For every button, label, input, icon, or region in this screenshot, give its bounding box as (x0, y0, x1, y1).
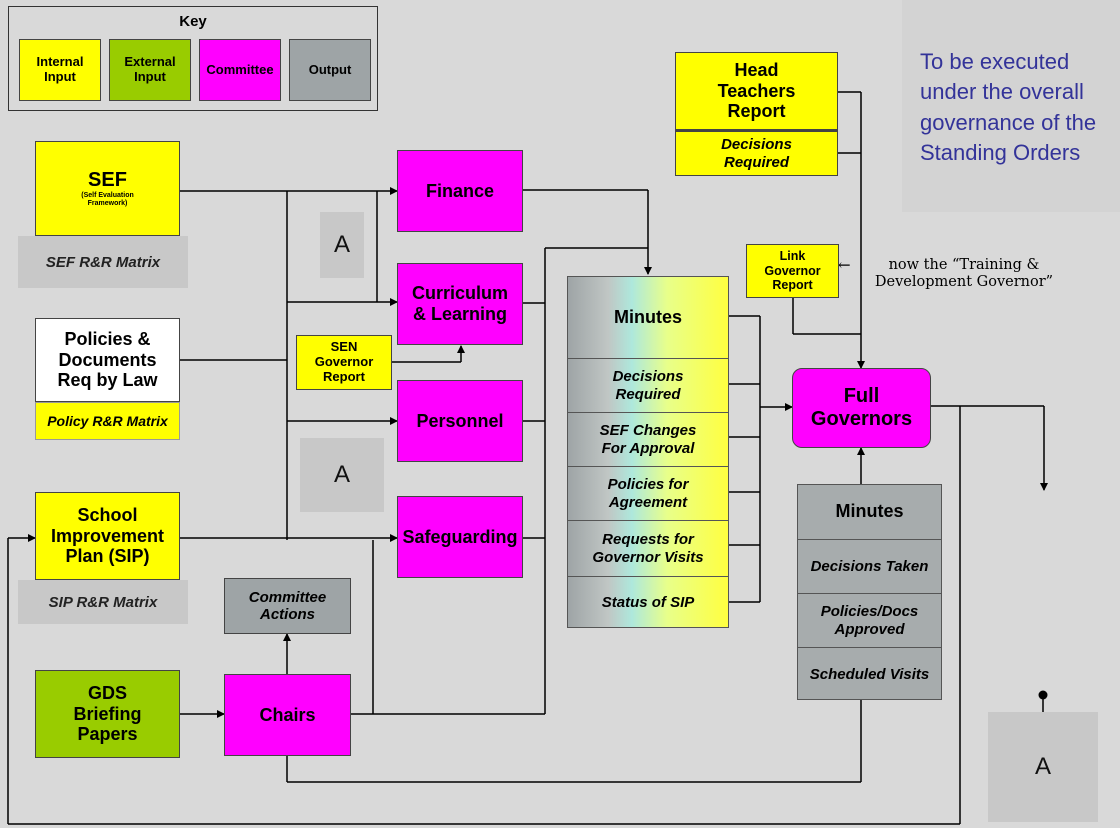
minutes-row-label: Decisions Taken (810, 557, 929, 575)
personnel-committee: Personnel (397, 380, 523, 462)
committee-minutes-header: Minutes (568, 277, 728, 358)
committee-minutes-row: SEF Changes For Approval (568, 412, 728, 466)
sef-matrix: SEF R&R Matrix (18, 236, 188, 288)
sef-title: SEF (88, 168, 127, 191)
minutes-row-label: Policies/Docs Approved (820, 602, 919, 638)
minutes-row-label: Requests for Governor Visits (592, 530, 704, 566)
minutes-row-label: Scheduled Visits (809, 665, 930, 683)
committee-minutes-row: Status of SIP (568, 576, 728, 629)
sef-matrix-label: SEF R&R Matrix (45, 253, 161, 271)
committee-minutes-row: Decisions Required (568, 358, 728, 412)
connector-pin (1038, 690, 1048, 700)
committee-actions: Committee Actions (224, 578, 351, 634)
committee-minutes-title: Minutes (613, 306, 682, 327)
link-governor-report: Link Governor Report (746, 244, 839, 298)
minutes-row-label: Decisions Required (612, 367, 684, 403)
safeguarding-committee: Safeguarding (397, 496, 523, 578)
policy-matrix: Policy R&R Matrix (35, 402, 180, 440)
key-title: Key (179, 13, 207, 30)
head-teachers-report: Head Teachers Report (675, 52, 838, 130)
key-output: Output (289, 39, 371, 101)
connector-a-1: A (320, 212, 364, 278)
chairs-committee: Chairs (224, 674, 351, 756)
full-minutes-row: Decisions Taken (798, 539, 941, 593)
committee-minutes-table: Minutes Decisions Required SEF Changes F… (567, 276, 729, 628)
key-external-input: External Input (109, 39, 191, 101)
svg-text:←: ← (838, 256, 851, 274)
full-minutes-title: Minutes (835, 501, 904, 522)
sip-box: School Improvement Plan (SIP) (35, 492, 180, 580)
minutes-row-label: Policies for Agreement (607, 475, 689, 511)
sef-subtitle: (Self Evaluation Framework) (81, 191, 134, 207)
curriculum-committee: Curriculum & Learning (397, 263, 523, 345)
governance-note-panel: To be executed under the overall governa… (902, 0, 1120, 212)
sef-box: SEF (Self Evaluation Framework) (35, 141, 180, 236)
minutes-row-label: Status of SIP (601, 594, 695, 611)
full-minutes-row: Scheduled Visits (798, 647, 941, 701)
finance-committee: Finance (397, 150, 523, 232)
connector-a-2: A (300, 438, 384, 512)
connector-a-3: A (988, 712, 1098, 822)
governance-note: To be executed under the overall governa… (920, 49, 1097, 166)
connector-a-label: A (333, 231, 350, 258)
sen-governor-report: SEN Governor Report (296, 335, 392, 390)
key-internal-input: Internal Input (19, 39, 101, 101)
committee-minutes-row: Policies for Agreement (568, 466, 728, 520)
connector-a-label: A (1034, 753, 1051, 780)
sip-matrix-label: SIP R&R Matrix (48, 593, 158, 611)
sip-matrix: SIP R&R Matrix (18, 580, 188, 624)
full-minutes-row: Policies/Docs Approved (798, 593, 941, 647)
key-panel: Key Internal Input External Input Commit… (8, 6, 378, 111)
key-committee: Committee (199, 39, 281, 101)
decisions-required-box: Decisions Required (675, 130, 838, 176)
full-minutes-header: Minutes (798, 485, 941, 539)
connector-a-label: A (333, 461, 350, 488)
gds-box: GDS Briefing Papers (35, 670, 180, 758)
full-governors-minutes-table: Minutes Decisions Taken Policies/Docs Ap… (797, 484, 942, 700)
committee-minutes-row: Requests for Governor Visits (568, 520, 728, 576)
minutes-row-label: SEF Changes For Approval (599, 421, 697, 457)
link-governor-annotation: now the “Training & Development Governor… (874, 257, 1054, 291)
policies-box: Policies & Documents Req by Law (35, 318, 180, 402)
full-governors: Full Governors (792, 368, 931, 448)
